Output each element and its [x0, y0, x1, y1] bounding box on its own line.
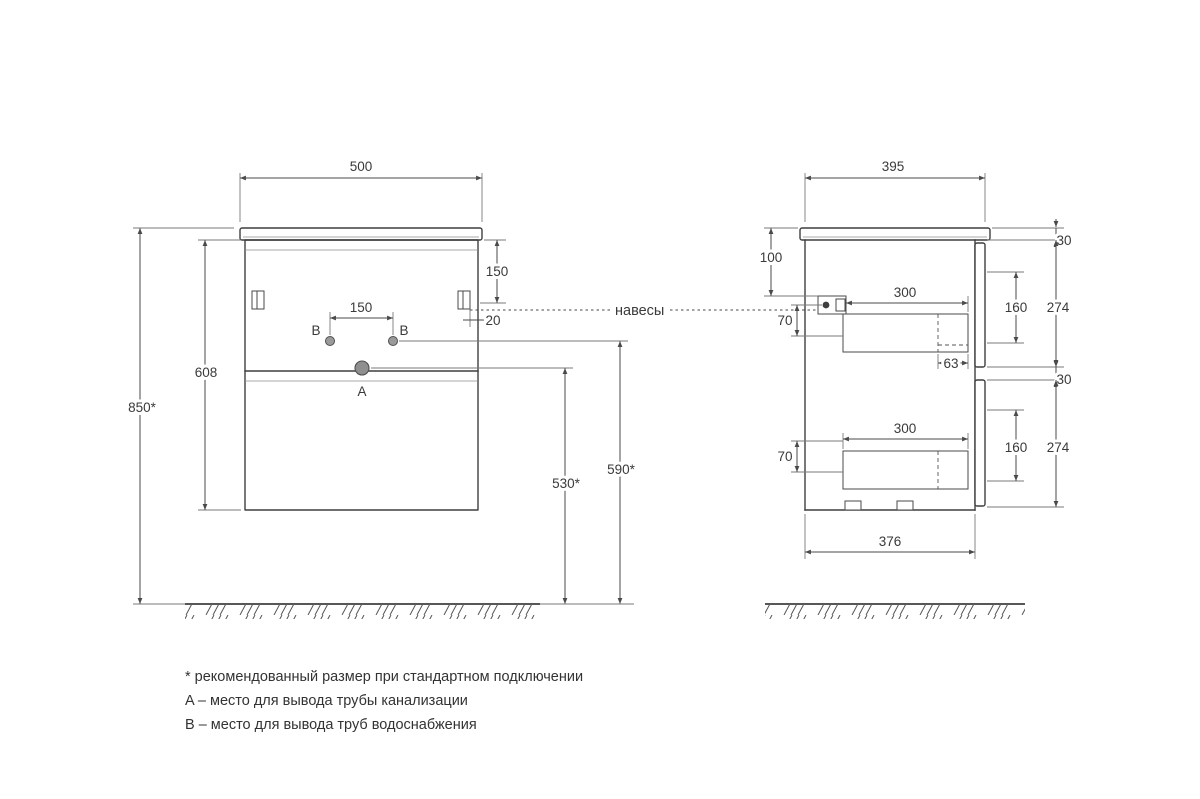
dim-label-hanger-offset: 20 — [485, 313, 500, 328]
floor-right — [765, 603, 1025, 619]
point-label-b-right: B — [399, 323, 408, 338]
front-body — [244, 239, 479, 511]
dim-label-total-height: 850* — [128, 400, 157, 415]
floor-hatch-left — [185, 605, 540, 619]
dim-top-to-hanger: 100 — [757, 227, 818, 297]
side-view: 395 30 274 30 — [757, 156, 1075, 559]
hangers-label: навесы — [615, 303, 664, 319]
side-countertop — [799, 227, 991, 241]
dim-label-drawer-height-top: 160 — [1005, 300, 1028, 315]
front-cabinet — [239, 227, 483, 511]
dim-label-top-to-hangers: 150 — [486, 264, 509, 279]
floor-left — [185, 603, 634, 619]
dim-front-height-bottom: 274 — [1044, 380, 1073, 507]
dim-label-runner-offset: 63 — [943, 356, 958, 371]
dim-label-floor-to-drain: 530* — [552, 476, 581, 491]
water-supply-point-left — [325, 336, 335, 346]
side-foot-notch-left — [844, 500, 862, 511]
dim-label-hanger-drop-bottom: 70 — [777, 449, 792, 464]
side-hanger-icon — [817, 295, 847, 315]
dim-label-hanger-drop-top: 70 — [777, 313, 792, 328]
side-hanger-dot — [822, 301, 830, 309]
dim-runner-offset: 63 — [937, 353, 969, 374]
dim-front-height-top: 274 — [1044, 240, 1073, 367]
dim-drawer-depth-bottom: 300 — [842, 418, 969, 449]
dim-hanger-drop-top: 70 — [774, 304, 843, 337]
front-hanger-left-icon — [251, 290, 265, 310]
front-view: B B A 500 850* 608 150 — [125, 156, 639, 605]
dim-label-drawer-height-bottom: 160 — [1005, 440, 1028, 455]
side-cabinet — [799, 227, 991, 511]
dim-drawer-height-bottom: 160 — [1002, 410, 1030, 481]
dim-drawer-depth-top: 300 — [846, 282, 969, 312]
water-supply-point-right — [388, 336, 398, 346]
dim-side-depth-bottom: 376 — [804, 514, 976, 559]
dim-drawer-gap: 30 — [1053, 358, 1075, 390]
dim-label-floor-to-water: 590* — [607, 462, 636, 477]
side-foot-notch-right — [896, 500, 914, 511]
front-countertop — [239, 227, 483, 241]
point-label-b-left: B — [311, 323, 320, 338]
front-hanger-right-icon — [457, 290, 471, 310]
side-right-extensions — [987, 227, 1064, 508]
dim-label-front-height-top: 274 — [1047, 300, 1070, 315]
dim-b-spacing: 150 — [329, 297, 394, 335]
dim-label-b-spacing: 150 — [350, 300, 373, 315]
dim-label-drawer-depth-top: 300 — [894, 285, 917, 300]
dim-front-total-height: 850* — [125, 227, 234, 605]
dim-drawer-height-top: 160 — [1002, 272, 1030, 343]
drain-point — [354, 360, 370, 376]
connection-points: B B A — [309, 321, 411, 402]
floor-hatch-right — [765, 605, 1025, 619]
dim-label-drawer-gap: 30 — [1056, 372, 1071, 387]
side-drawer-front-bottom — [974, 379, 986, 507]
legend-note-a: A – место для вывода трубы канализации — [185, 693, 468, 709]
dim-label-front-height-bottom: 274 — [1047, 440, 1070, 455]
dim-hanger-offset: 20 — [463, 309, 504, 331]
dim-floor-to-water: 590* — [399, 340, 639, 604]
hangers-callout: навесы — [470, 303, 818, 319]
dim-hanger-drop-bottom: 70 — [774, 440, 843, 473]
point-label-a: A — [357, 384, 366, 399]
side-drawer-box-bottom — [842, 450, 969, 490]
dim-label-top-to-hanger: 100 — [760, 250, 783, 265]
legend-note-recommended: * рекомендованный размер при стандартном… — [185, 669, 583, 685]
dim-top-to-hangers: 150 — [480, 239, 511, 304]
dim-label-drawer-depth-bottom: 300 — [894, 421, 917, 436]
dim-label-countertop-thickness: 30 — [1056, 233, 1071, 248]
dim-side-depth-top: 395 — [804, 156, 986, 222]
dim-front-width: 500 — [239, 156, 483, 222]
dim-label-body-height: 608 — [195, 365, 218, 380]
side-drawer-front-top — [974, 242, 986, 368]
legend: * рекомендованный размер при стандартном… — [185, 669, 583, 733]
dim-label-front-width: 500 — [350, 159, 373, 174]
dim-front-body-height: 608 — [192, 239, 241, 511]
dim-label-depth-top: 395 — [882, 159, 905, 174]
dim-floor-to-drain: 530* — [371, 367, 584, 604]
side-drawer-box-top — [842, 313, 969, 353]
legend-note-b: B – место для вывода труб водоснабжения — [185, 717, 477, 733]
dim-label-depth-bottom: 376 — [879, 534, 902, 549]
dim-countertop-thickness: 30 — [1053, 219, 1075, 251]
